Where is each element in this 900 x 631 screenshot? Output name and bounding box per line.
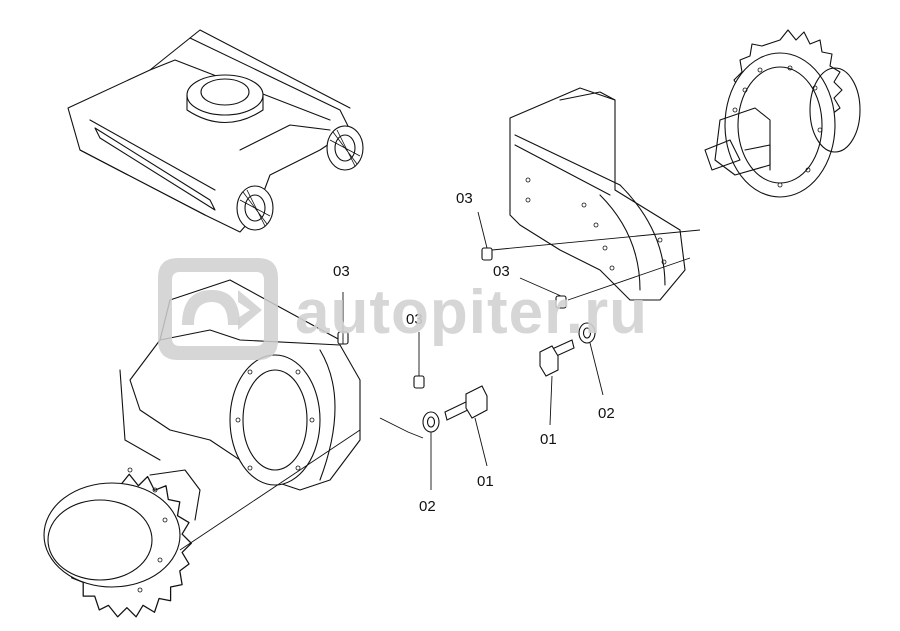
callout-03-top-left: 03 <box>333 263 350 280</box>
motor-mount-bracket <box>509 87 686 301</box>
bearing-icon <box>326 125 364 171</box>
travel-motor-sprocket-left <box>43 467 201 618</box>
pin-part-03-b <box>413 375 425 389</box>
watermark: autopiter.ru <box>158 258 648 360</box>
bolt-part-01-right <box>539 339 575 377</box>
callout-02-left: 02 <box>419 498 436 515</box>
washer-part-02-left <box>422 411 440 433</box>
track-frame-beam <box>67 29 364 233</box>
bearing-icon <box>236 185 274 231</box>
callout-03-mid-left: 03 <box>406 311 423 328</box>
watermark-text: autopiter.ru <box>295 278 648 347</box>
travel-motor-sprocket-right <box>704 29 861 198</box>
washer-part-02-right <box>578 322 596 344</box>
callout-01-right: 01 <box>540 431 557 448</box>
bolt-part-01-left <box>444 385 488 421</box>
callout-03-right-b: 03 <box>493 263 510 280</box>
autopiter-logo-icon <box>158 258 278 360</box>
callout-03-right-a: 03 <box>456 190 473 207</box>
callout-02-right: 02 <box>598 405 615 422</box>
lower-frame-assembly <box>119 279 361 491</box>
pin-part-03-c <box>481 247 493 261</box>
callout-01-left: 01 <box>477 473 494 490</box>
